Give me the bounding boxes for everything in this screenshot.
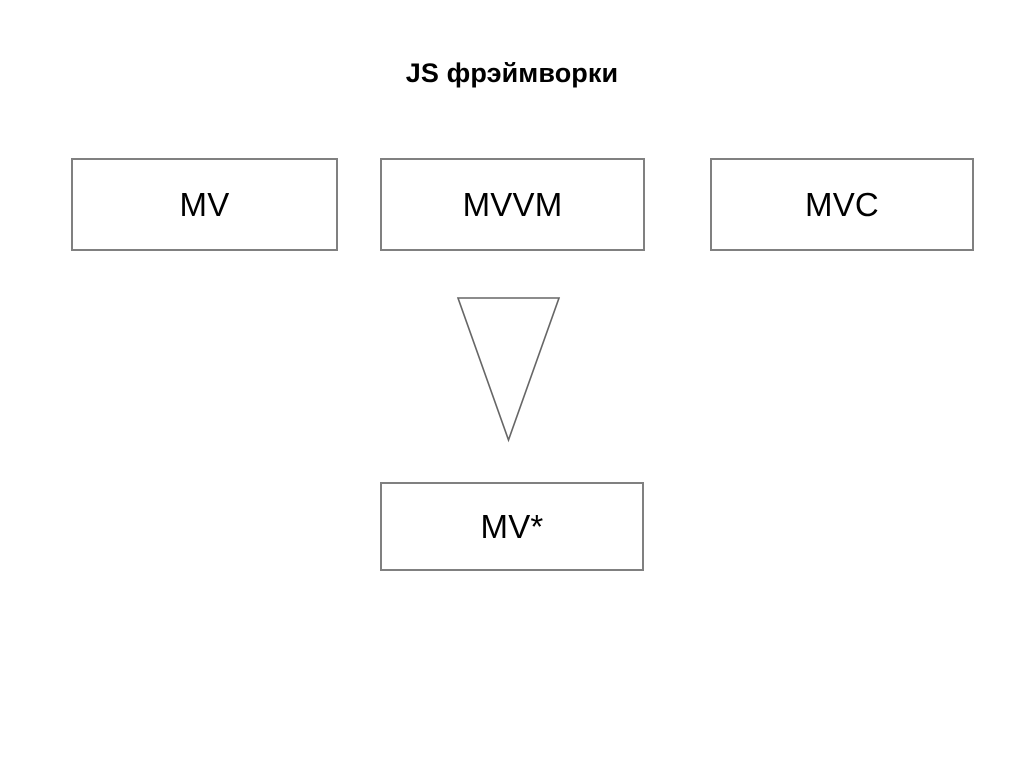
- node-box-mvc[interactable]: MVC: [710, 158, 974, 251]
- page-title: JS фрэймворки: [405, 58, 619, 88]
- node-label-mvc: MVC: [805, 186, 879, 223]
- triangle-down-icon-svg: [456, 297, 561, 443]
- triangle-down-shape: [456, 297, 561, 443]
- node-box-mv-star[interactable]: MV*: [380, 482, 644, 571]
- node-box-mvvm[interactable]: MVVM: [380, 158, 645, 251]
- triangle-down-arrow-icon: [450, 290, 570, 450]
- node-label-mvvm: MVVM: [462, 186, 563, 223]
- node-label-mv-star: MV*: [480, 508, 544, 545]
- node-box-mv[interactable]: MV: [71, 158, 338, 251]
- node-label-mv: MV: [179, 186, 230, 223]
